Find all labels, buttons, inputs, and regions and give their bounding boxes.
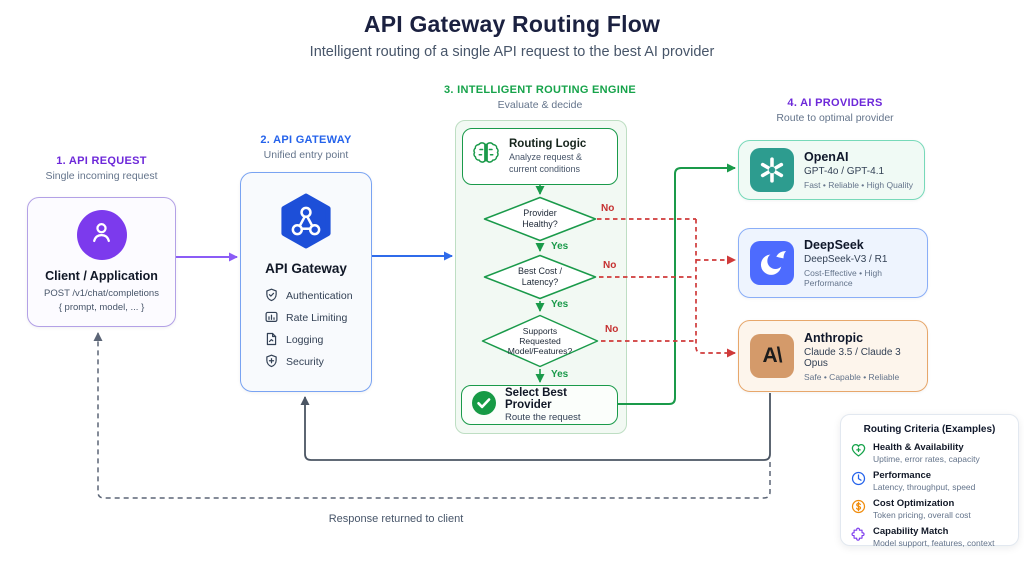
user-icon xyxy=(88,219,115,251)
gateway-feature-label: Security xyxy=(286,356,324,368)
routing-logic-desc-2: current conditions xyxy=(509,163,581,174)
section-1-title: 1. API REQUEST xyxy=(56,155,147,167)
no-label-2: No xyxy=(603,260,617,271)
provider-name: Anthropic xyxy=(804,330,864,345)
yes-label-2: Yes xyxy=(551,299,569,310)
gateway-feature-logging: Logging xyxy=(265,329,371,351)
gateway-title: API Gateway xyxy=(265,261,347,276)
provider-name: DeepSeek xyxy=(804,238,864,252)
gateway-feature-authentication: Authentication xyxy=(265,285,371,307)
whale-logo-icon xyxy=(750,241,794,285)
hexagon-network-icon xyxy=(279,193,333,254)
openai-logo-icon xyxy=(750,148,794,192)
response-returned-label: Response returned to client xyxy=(328,513,464,525)
section-2-subtitle: Unified entry point xyxy=(263,149,349,161)
section-4-title: 4. AI PROVIDERS xyxy=(787,97,883,109)
provider-models: DeepSeek-V3 / R1 xyxy=(804,254,888,265)
criteria-label: Health & Availability xyxy=(873,442,964,453)
criteria-desc: Latency, throughput, speed xyxy=(873,482,976,492)
section-1-subtitle: Single incoming request xyxy=(45,170,158,182)
provider-models: GPT-4o / GPT-4.1 xyxy=(804,166,885,177)
criteria-title: Routing Criteria (Examples) xyxy=(863,424,996,435)
return-line-response-to-client xyxy=(93,332,771,499)
fallback-rail-to-anthropic xyxy=(695,219,736,358)
provider-name: OpenAI xyxy=(804,150,849,164)
decision-line: Supports xyxy=(522,325,558,336)
routing-logic-node: Routing Logic Analyze request & current … xyxy=(462,128,618,185)
heart-plus-icon xyxy=(851,442,866,463)
routing-criteria-panel: Routing Criteria (Examples) Health & Ava… xyxy=(840,414,1019,548)
client-title: Client / Application xyxy=(45,269,158,283)
section-label-api-request: 1. API REQUEST Single incoming request xyxy=(27,155,176,182)
criteria-item-health: Health & Availability Uptime, error rate… xyxy=(851,442,1008,464)
criteria-desc: Model support, features, context xyxy=(873,538,995,548)
section-label-routing-engine: 3. INTELLIGENT ROUTING ENGINE Evaluate &… xyxy=(425,84,655,111)
select-title: Select Best Provider xyxy=(505,387,568,411)
criteria-desc: Token pricing, overall cost xyxy=(873,510,971,520)
bar-gauge-icon xyxy=(265,310,278,327)
section-label-api-gateway: 2. API GATEWAY Unified entry point xyxy=(240,134,372,161)
shield-plus-icon xyxy=(265,354,278,371)
user-avatar xyxy=(76,210,127,260)
criteria-item-capability: Capability Match Model support, features… xyxy=(851,526,1008,548)
no-label-3: No xyxy=(605,324,619,335)
client-payload-line: { prompt, model, ... } xyxy=(58,302,145,313)
provider-tags: Fast • Reliable • High Quality xyxy=(804,180,913,190)
criteria-item-performance: Performance Latency, throughput, speed xyxy=(851,470,1008,492)
criteria-label: Performance xyxy=(873,470,932,481)
decision-line: Requested xyxy=(519,335,561,346)
section-label-ai-providers: 4. AI PROVIDERS Route to optimal provide… xyxy=(740,97,930,124)
provider-tags: Safe • Capable • Reliable xyxy=(804,371,900,382)
section-4-subtitle: Route to optimal provider xyxy=(776,112,894,124)
provider-card-deepseek: DeepSeek DeepSeek-V3 / R1 Cost-Effective… xyxy=(738,228,928,298)
api-gateway-node: API Gateway Authentication Rate Limiting xyxy=(240,172,372,392)
routing-logic-desc-1: Analyze request & xyxy=(509,151,583,162)
decision-line: Latency? xyxy=(521,277,559,287)
gateway-feature-list: Authentication Rate Limiting Logging xyxy=(241,285,371,373)
provider-models: Claude 3.5 / Claude 3 Opus xyxy=(804,346,901,369)
decision-supports-model-features: Supports Requested Model/Features? xyxy=(481,314,599,368)
no-label-1: No xyxy=(601,203,615,214)
provider-card-openai: OpenAI GPT-4o / GPT-4.1 Fast • Reliable … xyxy=(738,140,925,200)
clock-icon xyxy=(851,470,866,491)
shield-check-icon xyxy=(265,288,278,305)
anthropic-logo-text: A\ xyxy=(762,344,783,367)
decision-best-cost-latency: Best Cost / Latency? xyxy=(483,254,597,300)
select-best-provider-node: Select Best Provider Route the request xyxy=(461,385,618,425)
criteria-desc: Uptime, error rates, capacity xyxy=(873,454,980,464)
criteria-label: Cost Optimization xyxy=(873,498,955,509)
routing-logic-title: Routing Logic xyxy=(509,137,587,150)
decision-line: Healthy? xyxy=(522,219,558,229)
criteria-item-cost: Cost Optimization Token pricing, overall… xyxy=(851,498,1008,520)
section-3-subtitle: Evaluate & decide xyxy=(497,99,583,111)
gateway-feature-security: Security xyxy=(265,351,371,373)
gateway-feature-label: Logging xyxy=(286,334,324,346)
brain-icon xyxy=(471,140,501,173)
gateway-feature-label: Authentication xyxy=(286,290,353,302)
section-2-title: 2. API GATEWAY xyxy=(260,134,352,146)
page-subtitle: Intelligent routing of a single API requ… xyxy=(309,44,715,60)
decision-provider-healthy: Provider Healthy? xyxy=(483,196,597,242)
provider-tags: Cost-Effective • High Performance xyxy=(804,268,882,288)
page-title: API Gateway Routing Flow xyxy=(363,11,661,37)
gateway-feature-rate-limiting: Rate Limiting xyxy=(265,307,371,329)
decision-line: Provider xyxy=(523,208,557,219)
arrow-select-to-openai xyxy=(618,163,736,405)
criteria-label: Capability Match xyxy=(873,526,949,537)
dollar-circle-icon xyxy=(851,498,866,519)
puzzle-icon xyxy=(851,526,866,547)
decision-line: Best Cost / xyxy=(517,266,562,277)
yes-label-1: Yes xyxy=(551,241,569,252)
decision-line: Model/Features? xyxy=(507,346,573,357)
client-node: Client / Application POST /v1/chat/compl… xyxy=(27,197,176,327)
check-circle-icon xyxy=(471,390,497,421)
section-3-title: 3. INTELLIGENT ROUTING ENGINE xyxy=(443,84,637,96)
document-icon xyxy=(265,332,278,349)
client-request-line: POST /v1/chat/completions xyxy=(44,288,159,299)
gateway-feature-label: Rate Limiting xyxy=(286,312,348,324)
select-desc: Route the request xyxy=(505,412,581,423)
anthropic-logo-icon: A\ xyxy=(750,334,794,378)
yes-label-3: Yes xyxy=(551,369,569,380)
provider-card-anthropic: A\ Anthropic Claude 3.5 / Claude 3 Opus … xyxy=(738,320,928,392)
